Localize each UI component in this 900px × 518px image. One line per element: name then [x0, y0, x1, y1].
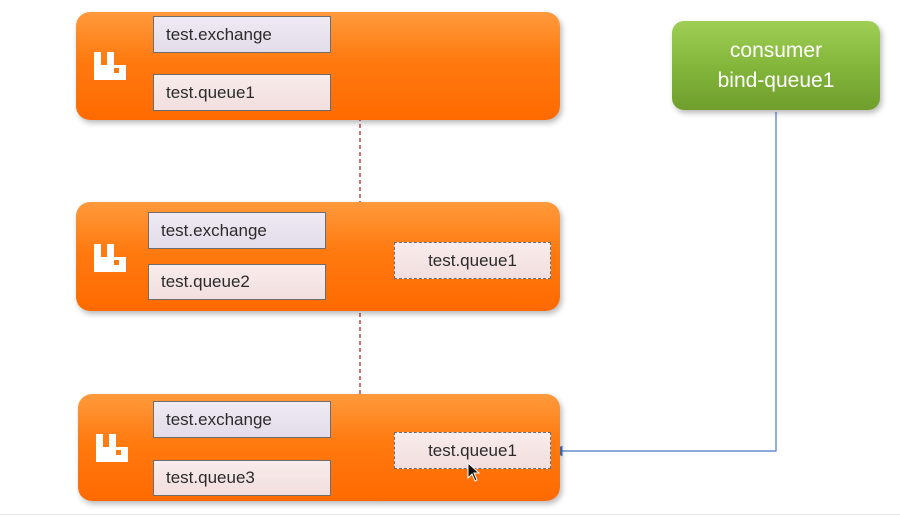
- exchange-box: test.exchange: [148, 212, 326, 249]
- consume-link: [551, 112, 777, 457]
- rabbitmq-logo-icon: [94, 244, 126, 272]
- rabbitmq-logo-icon: [96, 434, 128, 462]
- exchange-box: test.exchange: [153, 401, 331, 438]
- rabbitmq-logo-icon: [94, 52, 126, 80]
- consumer-binding-label: bind-queue1: [717, 68, 835, 92]
- consumer-box: consumer bind-queue1: [672, 21, 880, 110]
- mouse-pointer-icon: [467, 462, 481, 482]
- queue-box: test.queue3: [153, 460, 331, 496]
- broker-node-1: test.exchange test.queue1: [76, 12, 560, 120]
- mirror-queue-box: test.queue1: [394, 242, 551, 279]
- divider: [0, 514, 900, 515]
- queue-box: test.queue2: [148, 264, 326, 300]
- broker-node-3: test.exchange test.queue3 test.queue1: [78, 394, 560, 501]
- consumer-label: consumer: [729, 38, 823, 62]
- queue-box: test.queue1: [153, 74, 331, 111]
- broker-node-2: test.exchange test.queue2 test.queue1: [76, 202, 560, 311]
- mirror-queue-box: test.queue1: [394, 432, 551, 469]
- exchange-box: test.exchange: [153, 16, 331, 53]
